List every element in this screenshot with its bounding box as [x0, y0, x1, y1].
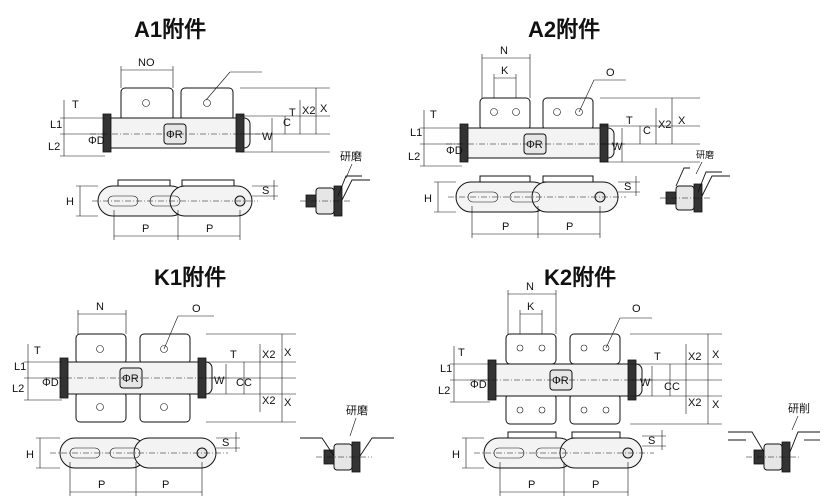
k2-label-l1: L1	[440, 363, 452, 375]
k2-label-o: O	[632, 303, 641, 315]
a1-label-x: X	[320, 103, 328, 115]
panel-title-a2: A2附件	[528, 17, 601, 42]
k1-label-x2b: X2	[262, 395, 275, 407]
a1-label-c: C	[283, 117, 291, 129]
k2-label-w: W	[640, 377, 651, 389]
a1-label-no: NO	[138, 57, 155, 69]
k1-label-xb: X	[284, 397, 292, 409]
a1-label-l1: L1	[50, 119, 62, 131]
a1-label-p2: P	[206, 223, 213, 235]
a2-label-o: O	[606, 67, 615, 79]
a1-label-t2: T	[289, 107, 296, 119]
k2-label-p2: P	[592, 479, 599, 491]
a1-hole	[203, 99, 211, 107]
a1-label-w: W	[262, 131, 273, 143]
a2-label-n: N	[500, 45, 508, 57]
a1-label-r: ΦR	[166, 129, 183, 141]
k2-label-grind: 研削	[788, 401, 810, 415]
k2-label-l2: L2	[438, 385, 450, 397]
a2-label-s: S	[624, 181, 631, 193]
k2-label-x2b: X2	[688, 397, 701, 409]
a1-label-t: T	[72, 99, 79, 111]
k1-label-grind: 研磨	[346, 404, 368, 417]
a2-label-l1: L1	[410, 127, 422, 139]
a2-label-h: H	[424, 193, 432, 205]
k1-label-o: O	[192, 303, 201, 315]
a1-label-grind: 研磨	[340, 150, 362, 163]
k2-label-s: S	[648, 435, 655, 447]
k2-label-r: ΦR	[552, 375, 569, 387]
a2-label-c: C	[643, 125, 651, 137]
a1-label-h: H	[66, 196, 74, 208]
k1-label-l1: L1	[14, 361, 26, 373]
a1-pin-left	[102, 113, 112, 153]
k1-label-p1: P	[98, 479, 105, 491]
a2-label-p1: P	[502, 221, 509, 233]
k2-label-d: ΦD	[470, 379, 487, 391]
a2-label-t: T	[430, 109, 437, 121]
k1-label-w: W	[214, 375, 225, 387]
k2-label-xa: X	[712, 349, 720, 361]
a2-label-r: ΦR	[526, 139, 543, 151]
a2-label-grind: 研磨	[696, 150, 714, 160]
k2-label-n: N	[526, 281, 534, 293]
a2-label-w: W	[612, 141, 623, 153]
k1-label-l2: L2	[12, 383, 24, 395]
k1-label-cc: CC	[236, 377, 252, 389]
k2-label-p1: P	[528, 479, 535, 491]
panel-title-a1: A1附件	[134, 17, 207, 42]
a2-label-t2: T	[626, 115, 633, 127]
k2-label-x2a: X2	[688, 351, 701, 363]
panel-title-k2: K2附件	[544, 265, 617, 290]
k1-label-p2: P	[162, 479, 169, 491]
k1-label-d: ΦD	[42, 377, 59, 389]
k1-label-n: N	[96, 301, 104, 313]
a1-hole	[142, 99, 150, 107]
k2-label-xb: X	[712, 399, 720, 411]
k1-label-x2a: X2	[262, 349, 275, 361]
panel-title-k1: K1附件	[154, 265, 227, 290]
k2-label-k: K	[527, 301, 535, 313]
a2-label-d: ΦD	[446, 145, 463, 157]
a1-label-x2: X2	[302, 105, 315, 117]
k1-label-r: ΦR	[122, 373, 139, 385]
a1-label-d: ΦD	[88, 135, 105, 147]
k2-label-t: T	[458, 347, 465, 359]
k1-label-t2: T	[230, 349, 237, 361]
k2-label-t2: T	[654, 351, 661, 363]
k1-label-xa: X	[284, 347, 292, 359]
a1-label-s: S	[262, 185, 269, 197]
a1-label-p1: P	[142, 223, 149, 235]
k1-label-s: S	[222, 437, 229, 449]
a2-label-k: K	[501, 65, 509, 77]
a2-label-l2: L2	[408, 151, 420, 163]
a2-label-p2: P	[566, 221, 573, 233]
k2-label-cc: CC	[664, 381, 680, 393]
k1-label-h: H	[26, 449, 34, 461]
a2-label-x2: X2	[658, 119, 671, 131]
a1-label-l2: L2	[48, 141, 60, 153]
k2-label-h: H	[452, 449, 460, 461]
k1-label-t: T	[34, 345, 41, 357]
a2-label-x: X	[678, 115, 686, 127]
